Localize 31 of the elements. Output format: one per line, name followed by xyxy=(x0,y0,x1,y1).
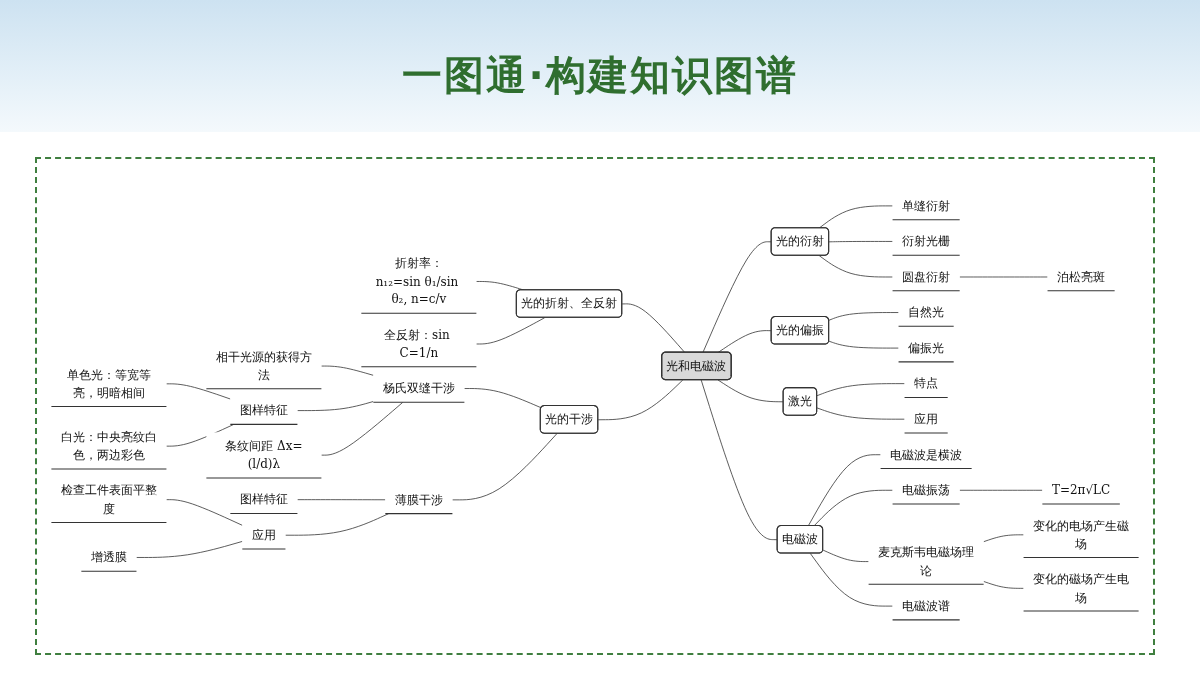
connector xyxy=(297,401,374,411)
connector xyxy=(818,205,893,229)
connector xyxy=(807,454,881,527)
connector xyxy=(621,303,686,353)
connector xyxy=(828,340,899,349)
connector xyxy=(983,534,1024,543)
connector xyxy=(717,330,772,353)
connector xyxy=(818,255,893,278)
connector xyxy=(285,513,390,536)
connector xyxy=(297,499,386,501)
connector xyxy=(959,489,1043,491)
connector xyxy=(809,553,893,607)
connector xyxy=(136,541,243,558)
connector xyxy=(828,312,899,321)
connector xyxy=(166,499,243,526)
connector xyxy=(816,407,905,420)
connector xyxy=(166,383,231,400)
connector xyxy=(816,383,905,397)
connector xyxy=(464,388,542,409)
connector xyxy=(717,379,784,403)
connector xyxy=(822,549,869,562)
connector xyxy=(813,489,893,527)
connector xyxy=(983,581,1024,589)
connector xyxy=(321,401,404,456)
connector xyxy=(452,433,558,501)
connector xyxy=(828,241,893,243)
connector xyxy=(597,379,684,421)
connector xyxy=(700,379,778,541)
title: 一图通·构建知识图谱 xyxy=(402,51,798,100)
connector xyxy=(321,365,374,376)
connector xyxy=(702,241,772,353)
